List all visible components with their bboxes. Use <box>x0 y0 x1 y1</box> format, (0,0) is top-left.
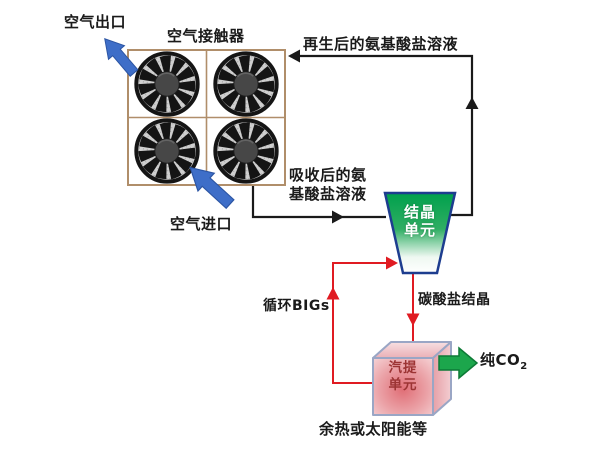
air-contactor-grid <box>127 49 286 186</box>
stripping-unit-line2: 单元 <box>388 377 418 393</box>
recycle-bigs-pipe <box>326 256 398 384</box>
crystallization-unit-line1: 结晶 <box>403 203 436 221</box>
air-contactor-label: 空气接触器 <box>167 27 245 45</box>
fan-icon <box>215 53 276 114</box>
absorbed-solution-line1: 吸收后的氨 <box>289 166 367 184</box>
carbonate-crystals-pipe <box>406 274 420 352</box>
heat-source-label: 余热或太阳能等 <box>319 420 428 438</box>
pure-co2-subscript: 2 <box>520 361 528 372</box>
regenerated-solution-pipe <box>288 49 479 217</box>
regenerated-solution-label: 再生后的氨基酸盐溶液 <box>303 35 459 53</box>
crystallization-unit-shape <box>383 191 457 275</box>
crystallization-unit-line2: 单元 <box>403 221 436 239</box>
air-inlet-label: 空气进口 <box>170 215 233 233</box>
stripping-unit-line1: 汽提 <box>388 360 418 376</box>
stripping-unit-label: 汽提 单元 <box>375 360 431 394</box>
absorbed-solution-pipe <box>251 186 386 224</box>
pure-co2-text: 纯CO <box>480 351 521 369</box>
pure-co2-label: 纯CO2 <box>480 351 528 376</box>
fan-icon <box>136 120 197 181</box>
co2-arrow-icon <box>438 346 479 380</box>
absorbed-solution-line2: 基酸盐溶液 <box>289 185 367 203</box>
air-outlet-label: 空气出口 <box>64 13 127 31</box>
fan-icon <box>136 53 197 114</box>
fan-icon <box>215 120 276 181</box>
recycle-bigs-label: 循环BIGs <box>263 298 330 314</box>
carbonate-crystals-label: 碳酸盐结晶 <box>418 292 491 308</box>
absorbed-solution-label: 吸收后的氨 基酸盐溶液 <box>289 166 367 204</box>
crystallization-unit-label: 结晶 单元 <box>392 203 448 239</box>
